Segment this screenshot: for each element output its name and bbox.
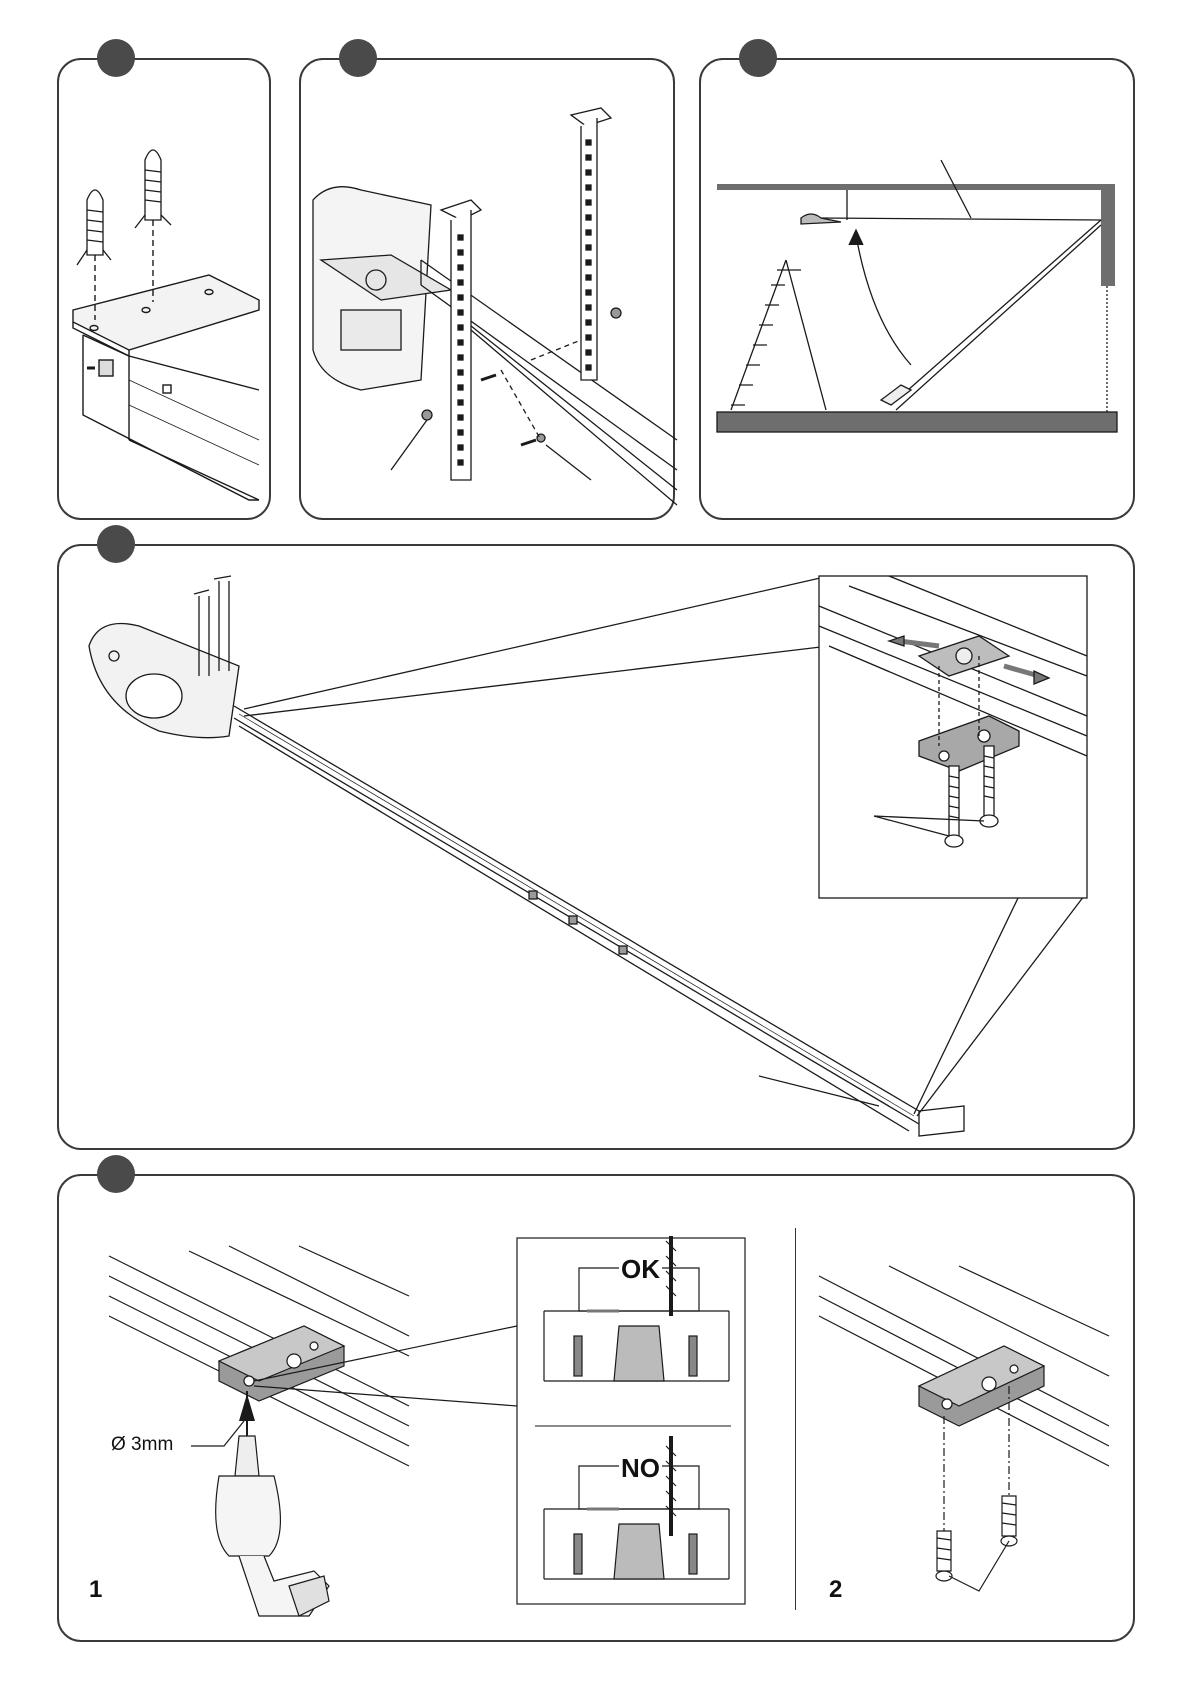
dowel-icon: [77, 190, 111, 265]
ladder-icon: [731, 260, 826, 410]
panel-rail-fixing: [57, 544, 1135, 1150]
door-section-illustration: [701, 60, 1137, 522]
panel-door-section: [699, 58, 1135, 520]
step-divider: [795, 1228, 796, 1610]
drilling-illustration: [59, 1176, 1137, 1644]
ok-label: OK: [619, 1254, 662, 1285]
drill-diameter-label: Ø 3mm: [111, 1434, 173, 1456]
panel-hanging-brackets: [299, 58, 675, 520]
step-number-1: 1: [89, 1576, 102, 1604]
hanging-bracket-illustration: [301, 60, 677, 522]
wall-plug-illustration: [59, 60, 273, 522]
screw-icon: [936, 1531, 952, 1581]
dowel-icon: [135, 150, 171, 228]
panel-wall-plugs: [57, 58, 271, 520]
screw-icon: [1001, 1496, 1017, 1546]
drill-icon: [216, 1391, 329, 1616]
no-label: NO: [619, 1453, 662, 1484]
panel-drilling: OK NO Ø 3mm 1 2: [57, 1174, 1135, 1642]
step-number-2: 2: [829, 1576, 842, 1604]
rail-overview-illustration: [59, 546, 1137, 1152]
